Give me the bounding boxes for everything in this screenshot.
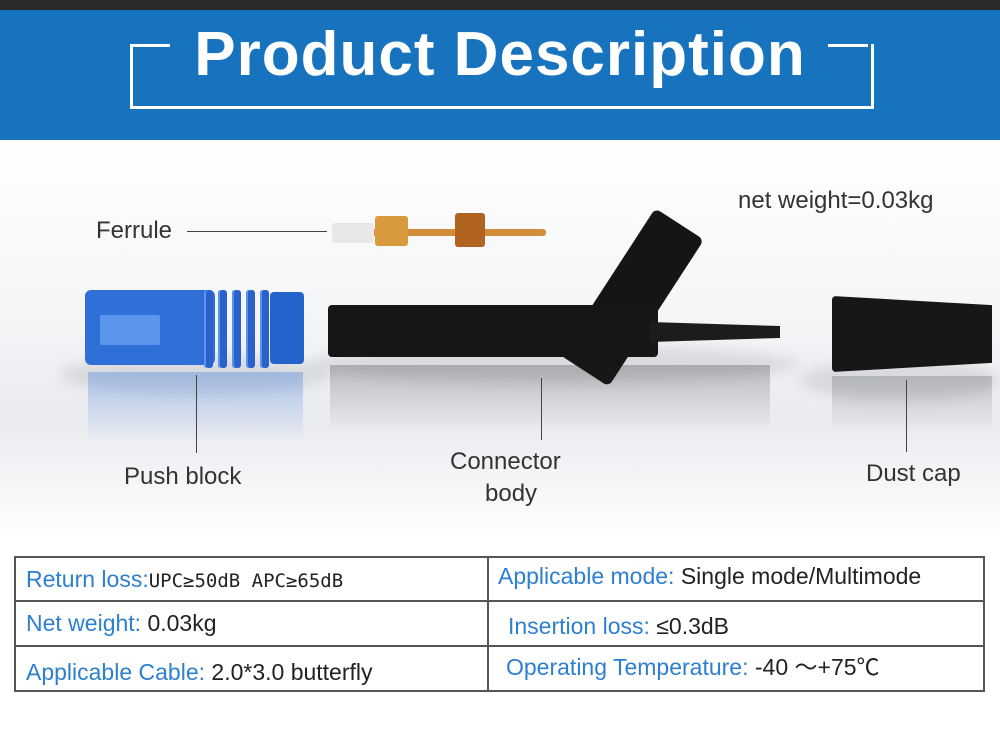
push-block-leader-line [196, 375, 197, 453]
spec-return-loss: Return loss:UPC≥50dB APC≥65dB [26, 564, 343, 596]
push-block-rib [246, 290, 255, 368]
ferrule-label: Ferrule [96, 217, 173, 244]
spec-key: Net weight: [26, 610, 142, 636]
title-bracket-left-cap [130, 44, 170, 47]
connector-body-reflection [330, 365, 770, 430]
spec-key: Applicable mode: [498, 563, 675, 589]
top-strip [0, 0, 1000, 10]
ferrule-ceramic-tip [332, 223, 374, 243]
spec-table-row-divider [14, 600, 985, 602]
dust-cap-reflection [832, 376, 992, 431]
spec-applicable-mode: Applicable mode: Single mode/Multimode [498, 561, 921, 591]
connector-body-leader-line [541, 378, 542, 440]
push-block-rib [260, 290, 269, 368]
spec-table-row-divider [14, 645, 985, 647]
spec-value: -40 ～+75℃ [754, 654, 880, 680]
spec-key: Insertion loss: [508, 613, 650, 639]
spec-value: UPC≥50dB APC≥65dB [148, 570, 344, 592]
spec-table-column-divider [487, 556, 489, 692]
connector-body-label-line2: body [485, 480, 538, 507]
spec-key: Return loss: [26, 566, 149, 592]
spec-net-weight: Net weight: 0.03kg [26, 608, 217, 638]
push-block-end [270, 292, 304, 364]
ferrule-leader-line [187, 231, 327, 232]
push-block-rib [204, 290, 213, 368]
spec-operating-temperature: Operating Temperature: -40 ～+75℃ [506, 652, 880, 682]
ferrule-copper-collar [455, 213, 485, 247]
connector-body [328, 305, 658, 357]
push-block-label: Push block [124, 463, 242, 490]
page-title: Product Description [180, 15, 820, 95]
title-bracket [130, 44, 874, 109]
title-bracket-right-cap [828, 44, 868, 47]
dust-cap-label: Dust cap [866, 460, 961, 487]
spec-key: Operating Temperature: [506, 654, 749, 680]
spec-value: 0.03kg [147, 610, 217, 636]
push-block-rib [218, 290, 227, 368]
push-block-reflection [88, 372, 303, 442]
dust-cap [832, 296, 992, 372]
ferrule-gold-collar [375, 216, 408, 246]
spec-value: ≤0.3dB [656, 613, 730, 639]
spec-value: Single mode/Multimode [680, 563, 922, 589]
net-weight-label: net weight=0.03kg [738, 187, 934, 214]
push-block-slot [100, 315, 160, 345]
spec-insertion-loss: Insertion loss: ≤0.3dB [508, 611, 729, 641]
spec-applicable-cable: Applicable Cable: 2.0*3.0 butterfly [26, 657, 373, 687]
dust-cap-leader-line [906, 380, 907, 452]
spec-value: 2.0*3.0 butterfly [211, 659, 373, 685]
spec-key: Applicable Cable: [26, 659, 206, 685]
connector-tail [650, 322, 780, 342]
spec-table [14, 556, 985, 692]
push-block-rib [232, 290, 241, 368]
connector-body-label-line1: Connector [450, 448, 561, 475]
